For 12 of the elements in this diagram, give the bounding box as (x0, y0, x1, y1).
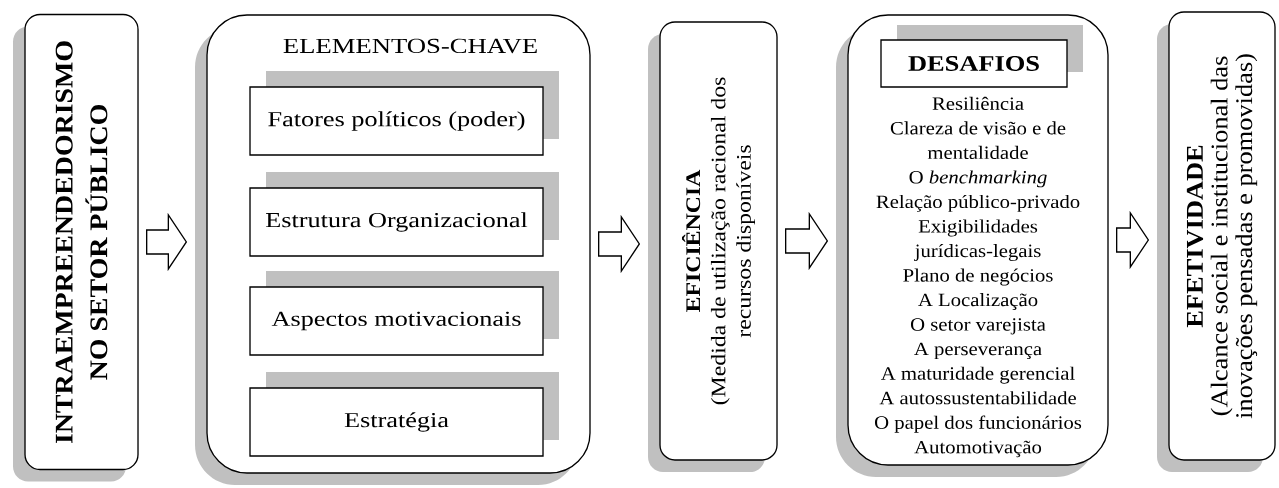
heading-box: DESAFIOS (880, 25, 1083, 88)
block-arrow (1116, 210, 1150, 270)
rounded-box: EFICIÊNCIA (Medida de utilização racional dos recursos disponíveis (648, 21, 778, 472)
text-box: Fatores políticos (poder) (249, 71, 559, 156)
text-box: Aspectos motivacionais (249, 271, 559, 356)
text-box: Estrutura Organizacional (249, 172, 559, 257)
rounded-box: EFETIVIDADE (Alcance social e institucional das inovações pensadas e promovidas) (1157, 11, 1276, 472)
block-arrow (598, 214, 641, 274)
block-arrow (785, 211, 829, 271)
block-arrow (146, 212, 188, 272)
rounded-box: INTRAEMPREENDEDORISMO NO SETOR PÚBLICO (13, 13, 139, 482)
text-box: Estratégia (249, 372, 559, 457)
